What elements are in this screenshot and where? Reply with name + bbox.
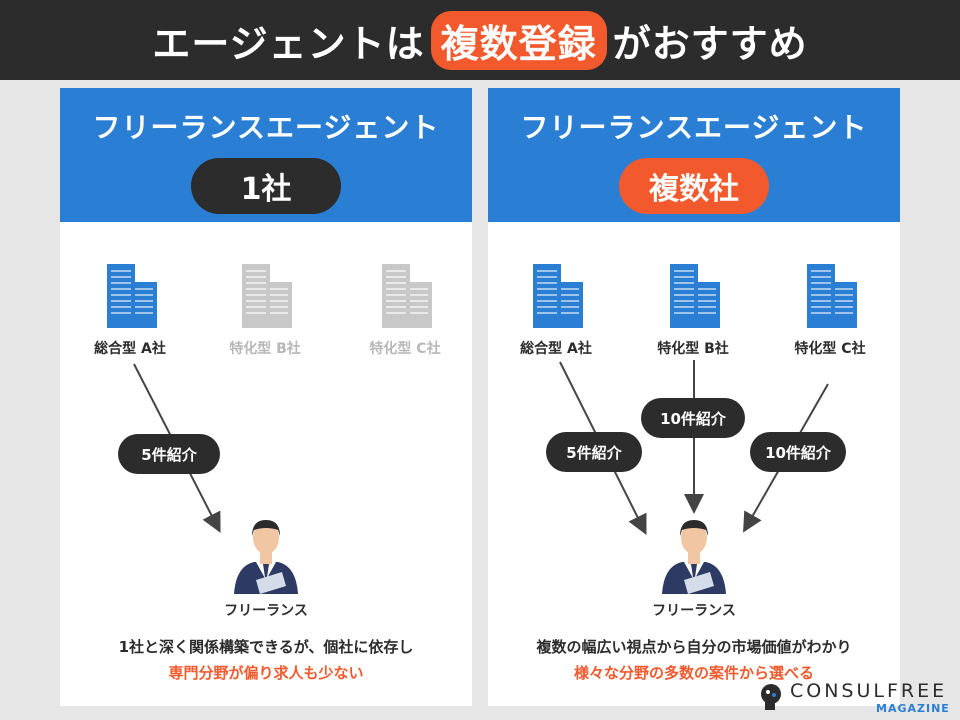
building-icon	[807, 264, 857, 328]
header-title-after: がおすすめ	[612, 21, 808, 66]
left-panel-count-pill: 1社	[191, 158, 341, 214]
company-label: 特化型 C社	[369, 341, 441, 357]
referral-badge: 5件紹介	[546, 432, 642, 472]
referral-badge: 5件紹介	[118, 434, 220, 474]
building-icon	[382, 264, 432, 328]
right-panel-title: フリーランスエージェント	[520, 111, 868, 144]
right-panel-header: フリーランスエージェント 複数社	[488, 88, 900, 222]
left-panel-header: フリーランスエージェント 1社	[60, 88, 472, 222]
left-panel: フリーランスエージェント 1社 総合型 A社	[60, 88, 472, 706]
description-line-2: 専門分野が偏り求人も少ない	[168, 664, 364, 682]
building-icon	[107, 264, 157, 328]
right-panel-count-pill: 複数社	[619, 158, 769, 214]
person-label: フリーランス	[224, 603, 308, 619]
building-icon	[242, 264, 292, 328]
logo-name: CONSULFREE	[790, 680, 948, 702]
brand-logo: CONSULFREE MAGAZINE	[756, 680, 956, 716]
person-icon	[662, 520, 726, 594]
company-c: 特化型 C社	[350, 262, 460, 358]
referral-badge: 10件紹介	[641, 398, 745, 438]
building-icon	[670, 264, 720, 328]
left-description: 1社と深く関係構築できるが、個社に依存し 専門分野が偏り求人も少ない	[60, 634, 472, 686]
company-b: 特化型 B社	[210, 262, 320, 358]
right-description: 複数の幅広い視点から自分の市場価値がわかり 様々な分野の多数の案件から選べる	[488, 634, 900, 686]
person-label: フリーランス	[652, 603, 736, 619]
company-label: 特化型 B社	[657, 341, 729, 357]
header-title-highlight: 複数登録	[430, 10, 607, 70]
person-icon	[234, 520, 298, 594]
company-a: 総合型 A社	[501, 262, 611, 358]
company-b: 特化型 B社	[638, 262, 748, 358]
company-c: 特化型 C社	[775, 262, 885, 358]
company-label: 特化型 B社	[229, 341, 301, 357]
logo-sub: MAGAZINE	[876, 702, 950, 715]
company-label: 総合型 A社	[520, 341, 592, 357]
freelancer: フリーランス	[206, 514, 326, 620]
left-panel-title: フリーランスエージェント	[92, 111, 440, 144]
description-line-1: 1社と深く関係構築できるが、個社に依存し	[118, 638, 414, 656]
header-title-before: エージェントは	[152, 21, 425, 66]
building-icon	[533, 264, 583, 328]
referral-badge: 10件紹介	[750, 432, 846, 472]
freelancer: フリーランス	[634, 514, 754, 620]
description-line-2: 様々な分野の多数の案件から選べる	[573, 664, 814, 682]
right-panel: フリーランスエージェント 複数社 総合型 A社	[488, 88, 900, 706]
page-header: エージェントは 複数登録 がおすすめ	[0, 0, 960, 80]
company-label: 特化型 C社	[794, 341, 866, 357]
description-line-1: 複数の幅広い視点から自分の市場価値がわかり	[536, 638, 852, 656]
company-a: 総合型 A社	[75, 262, 185, 358]
company-label: 総合型 A社	[94, 341, 166, 357]
brain-head-icon	[761, 684, 781, 710]
